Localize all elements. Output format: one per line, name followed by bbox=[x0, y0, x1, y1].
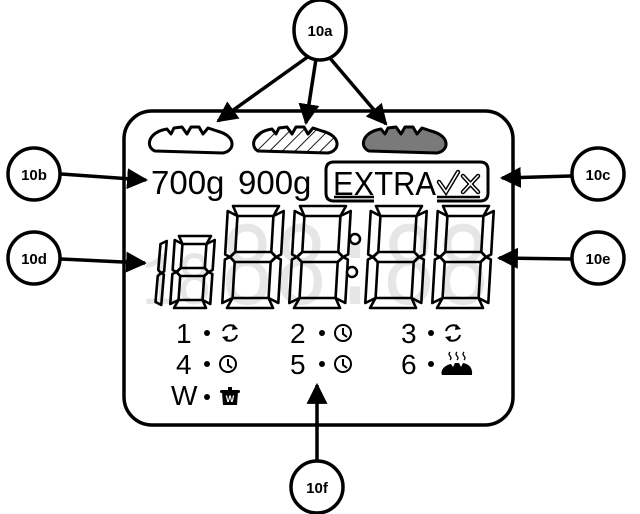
segment-c bbox=[410, 255, 426, 305]
arrow-to-extra bbox=[499, 166, 572, 188]
stage-4-dot bbox=[204, 361, 210, 367]
callout-10a-label: 10a bbox=[307, 23, 333, 40]
keep-warm-pot-icon: W bbox=[220, 387, 240, 405]
segment-c bbox=[267, 255, 283, 305]
callout-10d: 10d bbox=[6, 230, 148, 286]
arrow-to-dark-loaf bbox=[327, 55, 388, 126]
segment-e bbox=[168, 270, 182, 306]
medium-crust-loaf-icon bbox=[252, 125, 339, 155]
stage-2-label: 2 bbox=[290, 318, 306, 349]
extra-label: EXTRA bbox=[333, 165, 436, 202]
stage-1: 1 bbox=[176, 318, 238, 349]
weight-700g: 700g bbox=[151, 164, 224, 201]
segment-b bbox=[336, 209, 353, 259]
clock-icon bbox=[334, 355, 352, 373]
callout-10f-label: 10f bbox=[306, 480, 329, 497]
arrow-to-weights bbox=[60, 168, 149, 190]
segment-c bbox=[154, 271, 166, 307]
stage-1-dot bbox=[204, 330, 210, 336]
segment-b bbox=[269, 209, 286, 259]
stage-2-dot bbox=[319, 330, 325, 336]
stage-keep-warm: W W bbox=[171, 380, 240, 411]
time-digit-4 bbox=[430, 204, 496, 310]
steaming-bread-icon bbox=[441, 351, 473, 375]
segment-b bbox=[156, 239, 169, 275]
callout-10d-label: 10d bbox=[21, 251, 47, 268]
stage-w-label: W bbox=[171, 380, 198, 411]
segment-d bbox=[225, 296, 275, 310]
callout-10b-label: 10b bbox=[21, 167, 47, 184]
stage-4-label: 4 bbox=[176, 349, 192, 380]
clock-icon bbox=[334, 324, 352, 342]
rotate-icon bbox=[445, 324, 461, 342]
callout-10e-label: 10e bbox=[585, 251, 610, 268]
pot-letter: W bbox=[226, 394, 235, 404]
weight-900g: 900g bbox=[238, 164, 311, 201]
segment-b bbox=[203, 238, 217, 274]
time-digit-1 bbox=[220, 204, 286, 310]
arrow-to-time-digits bbox=[496, 247, 572, 269]
rotate-icon bbox=[222, 324, 238, 342]
callout-10a: 10a bbox=[216, 0, 388, 126]
stage-5: 5 bbox=[290, 349, 352, 380]
arrow-to-light-loaf bbox=[216, 54, 311, 123]
segment-f bbox=[366, 209, 382, 259]
segment-c bbox=[201, 270, 214, 306]
stage-w-dot bbox=[204, 394, 210, 400]
stage-6-dot bbox=[428, 361, 434, 367]
callout-10b: 10b bbox=[6, 146, 149, 202]
stage-5-dot bbox=[319, 361, 325, 367]
arrow-to-program-digits bbox=[60, 251, 148, 273]
light-crust-loaf-icon bbox=[147, 125, 234, 155]
arrow-to-medium-loaf bbox=[298, 58, 320, 126]
segment-display bbox=[154, 204, 496, 310]
segment-b bbox=[412, 209, 429, 259]
time-digit-2 bbox=[287, 204, 353, 310]
stage-6-label: 6 bbox=[401, 349, 417, 380]
segment-c bbox=[477, 255, 493, 305]
colon-dot-bottom bbox=[345, 265, 359, 279]
dark-crust-loaf-icon bbox=[361, 125, 448, 155]
program-digits-readout: 18 bbox=[142, 241, 212, 327]
segment-d bbox=[172, 298, 208, 310]
stage-1-label: 1 bbox=[176, 318, 192, 349]
segment-c bbox=[334, 255, 350, 305]
program-digit-1 bbox=[154, 239, 169, 307]
segment-f bbox=[171, 238, 184, 274]
stage-4: 4 bbox=[176, 349, 237, 380]
callout-10c-label: 10c bbox=[585, 167, 610, 184]
segment-d bbox=[368, 296, 418, 310]
time-digit-3 bbox=[363, 204, 429, 310]
segment-f bbox=[290, 209, 306, 259]
segment-e bbox=[363, 255, 380, 305]
stage-5-label: 5 bbox=[290, 349, 306, 380]
segment-f bbox=[433, 209, 449, 259]
segment-d bbox=[292, 296, 342, 310]
segment-f bbox=[223, 209, 239, 259]
stage-6: 6 bbox=[401, 349, 473, 380]
callout-10c: 10c bbox=[499, 146, 626, 202]
segment-e bbox=[287, 255, 304, 305]
stage-3-label: 3 bbox=[401, 318, 417, 349]
program-digit-2 bbox=[168, 234, 217, 310]
segment-d bbox=[435, 296, 485, 310]
segment-b bbox=[479, 209, 496, 259]
segment-e bbox=[220, 255, 237, 305]
callout-10e: 10e bbox=[496, 230, 626, 286]
clock-icon bbox=[219, 355, 237, 373]
extra-indicator: EXTRA bbox=[324, 160, 490, 203]
stage-3-dot bbox=[428, 330, 434, 336]
segment-e bbox=[430, 255, 447, 305]
stage-3: 3 bbox=[401, 318, 461, 349]
check-cross-icon bbox=[436, 169, 481, 197]
callout-10f: 10f bbox=[289, 382, 345, 514]
stage-2: 2 bbox=[290, 318, 352, 349]
colon-dot-top bbox=[348, 232, 362, 246]
